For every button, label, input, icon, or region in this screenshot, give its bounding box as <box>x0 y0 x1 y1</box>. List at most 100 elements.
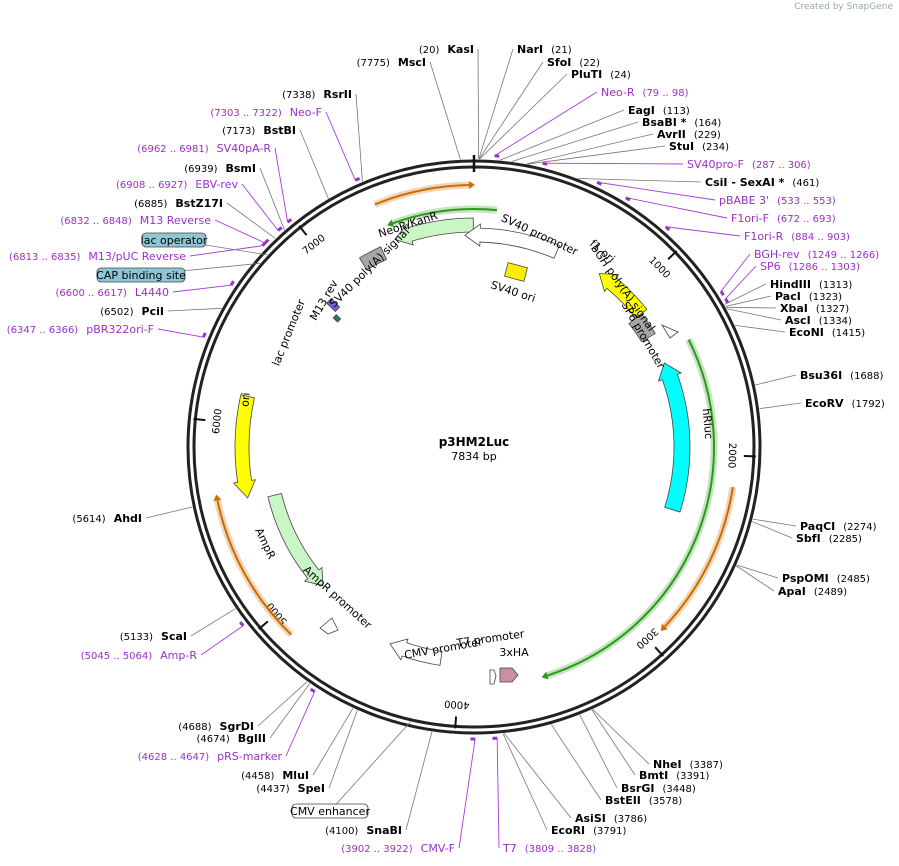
site-econi: EcoNI(1415) <box>789 326 865 339</box>
site-paci: PacI(1323) <box>775 290 842 303</box>
leader-bsteii <box>551 724 602 801</box>
site-eagi: EagI(113) <box>628 104 690 117</box>
site-position: (4100) <box>325 826 358 837</box>
feature-label-ampr: AmpR <box>252 526 278 562</box>
feature-label-lac-promoter: lac promoter <box>270 297 309 368</box>
primer-neo-r: Neo-R(79 .. 98) <box>601 86 689 99</box>
site-csii-sexai: CsiI - SexAI *(461) <box>705 176 819 189</box>
primer-position: (6347 .. 6366) <box>7 325 79 336</box>
feature-bgh-polya <box>628 313 656 343</box>
primer-leader-sv40pa-r <box>274 147 289 223</box>
primer-t7: T7(3809 .. 3828) <box>502 842 596 855</box>
leader-sfoi <box>478 61 544 160</box>
primer-name: pBABE 3' <box>719 194 769 207</box>
primer-leader-neo-r <box>494 91 598 157</box>
orf-neo-outer-halo <box>373 181 470 208</box>
box-label-cmv-enhancer: CMV enhancer <box>290 805 370 818</box>
site-position: (229) <box>694 130 721 141</box>
primer-name: CMV-F <box>421 842 455 855</box>
tick-1000 <box>667 250 678 261</box>
leader-ahdi <box>145 506 193 519</box>
site-name: SnaBI <box>366 824 402 837</box>
primer-mark-sv40pa-r <box>286 218 293 224</box>
leader-bstbi <box>299 129 329 199</box>
feature-lac-teal <box>332 314 342 323</box>
leader-hindiii <box>724 283 767 305</box>
primer-position: (4628 .. 4647) <box>138 752 210 763</box>
leader-paqci <box>752 518 797 527</box>
leader-msci <box>429 61 461 160</box>
site-snabi: (4100) SnaBI <box>325 824 402 837</box>
site-pspomi: PspOMI(2485) <box>782 572 870 585</box>
orf-left-orange <box>216 500 292 636</box>
box-label-lac-operator: lac operator <box>141 234 208 247</box>
site-rsrii: (7338)RsrII <box>282 88 352 101</box>
feature-label-sv40-ori: SV40 ori <box>489 278 537 305</box>
feature-neor-kanr <box>394 217 474 246</box>
site-avrii: AvrII(229) <box>657 128 721 141</box>
primer-name: M13 Reverse <box>140 214 211 227</box>
site-nari: NarI(21) <box>517 43 572 56</box>
site-name: RsrII <box>323 88 352 101</box>
site-position: (3448) <box>662 784 695 795</box>
leader-csii-sexai <box>578 178 702 183</box>
leader-asci <box>726 308 782 321</box>
primer-mark-f1ori-r <box>664 225 671 231</box>
primer-mark-sv40pro-f <box>542 161 548 166</box>
site-ahdi: (5614)AhdI <box>72 512 142 525</box>
features-layer <box>213 181 737 685</box>
feature-label-3xha: 3xHA <box>499 646 529 659</box>
primer-mark-amp-r <box>239 621 245 627</box>
site-name: PluTI <box>571 68 602 81</box>
site-paqci: PaqCI(2274) <box>800 520 877 533</box>
box-cmv-enhancer <box>291 803 369 819</box>
orf-neo-outer <box>374 184 469 206</box>
site-name: KasI <box>447 43 474 56</box>
site-name: NheI <box>653 758 682 771</box>
site-position: (2489) <box>814 587 847 598</box>
site-position: (234) <box>702 142 729 153</box>
primer-position: (884 .. 903) <box>791 232 850 243</box>
primer-name: BGH-rev <box>754 248 800 261</box>
primer-pbabe-3: pBABE 3'(533 .. 553) <box>719 194 836 207</box>
primer-position: (3809 .. 3828) <box>525 844 597 855</box>
site-position: (1323) <box>809 292 842 303</box>
site-pluti: PluTI (24) <box>571 68 631 81</box>
tick-6000 <box>193 417 206 422</box>
orf-left-orange-arrowhead <box>213 494 222 502</box>
feature-3xha <box>499 667 519 683</box>
site-position: (6885) <box>134 199 167 210</box>
leader-pluti <box>479 73 568 160</box>
site-leaders <box>140 48 802 849</box>
site-position: (22) <box>579 58 600 69</box>
primer-position: (672 .. 693) <box>777 214 836 225</box>
site-name: EcoRV <box>805 397 844 410</box>
primer-leader-sp6 <box>725 265 757 299</box>
tick-label-4000: 4000 <box>444 698 470 711</box>
site-name: PaqCI <box>800 520 835 533</box>
site-asci: AscI(1334) <box>785 314 852 327</box>
leader-bglii <box>269 683 311 739</box>
leader-xbai <box>725 306 777 309</box>
leader-sbfi <box>752 521 793 539</box>
feature-sv40-polya-block <box>358 246 388 271</box>
primer-name: pBR322ori-F <box>86 323 154 336</box>
leader-snabi <box>405 731 433 831</box>
site-sfoi: SfoI(22) <box>547 56 600 69</box>
primer-name: F1ori-R <box>744 230 784 243</box>
primer-leader-cmv-f <box>458 738 476 849</box>
site-bsabi: BsaBI *(164) <box>642 116 721 129</box>
primer-name: Neo-F <box>290 106 322 119</box>
leader-bmti <box>591 709 636 776</box>
plasmid-length: 7834 bp <box>451 450 496 463</box>
snapgene-credit: Created by SnapGene <box>794 2 893 12</box>
site-position: (24) <box>610 70 631 81</box>
leader-pspomi <box>736 564 779 579</box>
primer-position: (5045 .. 5064) <box>81 651 153 662</box>
primer-position: (6600 .. 6617) <box>55 288 127 299</box>
leader-bsu36i <box>755 374 797 386</box>
primer-l4440: (6600 .. 6617)L4440 <box>55 286 169 299</box>
leader-bsrgi <box>579 714 618 789</box>
primer-amp-r: (5045 .. 5064)Amp-R <box>81 649 198 662</box>
site-bsu36i: Bsu36I(1688) <box>800 369 884 382</box>
